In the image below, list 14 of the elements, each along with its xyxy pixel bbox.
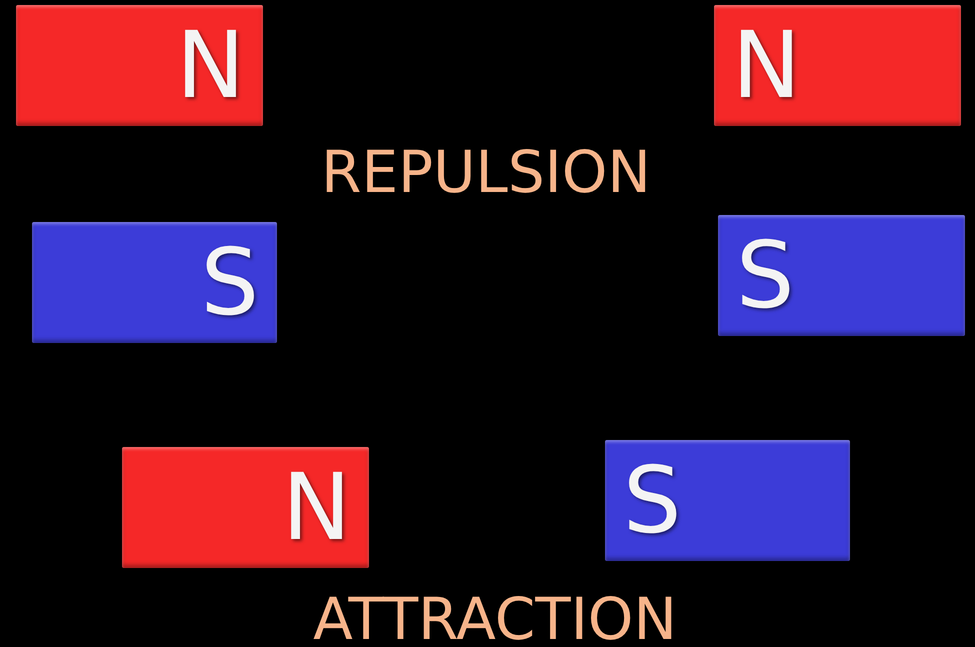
pole-letter: S: [623, 454, 682, 546]
bar-magnet: [714, 5, 961, 126]
bar-magnet: [16, 5, 263, 126]
pole-letter: N: [176, 20, 245, 112]
bar-magnet: [122, 447, 369, 568]
heading-label: REPULSION: [321, 143, 651, 201]
bar-magnet: [32, 222, 277, 343]
pole-letter: S: [736, 230, 794, 322]
pole-letter: N: [732, 20, 801, 112]
heading-label: ATTRACTION: [313, 590, 677, 647]
bar-magnet: [718, 215, 965, 336]
bar-magnet: [605, 440, 850, 561]
pole-letter: N: [282, 462, 351, 554]
pole-letter: S: [200, 236, 259, 328]
